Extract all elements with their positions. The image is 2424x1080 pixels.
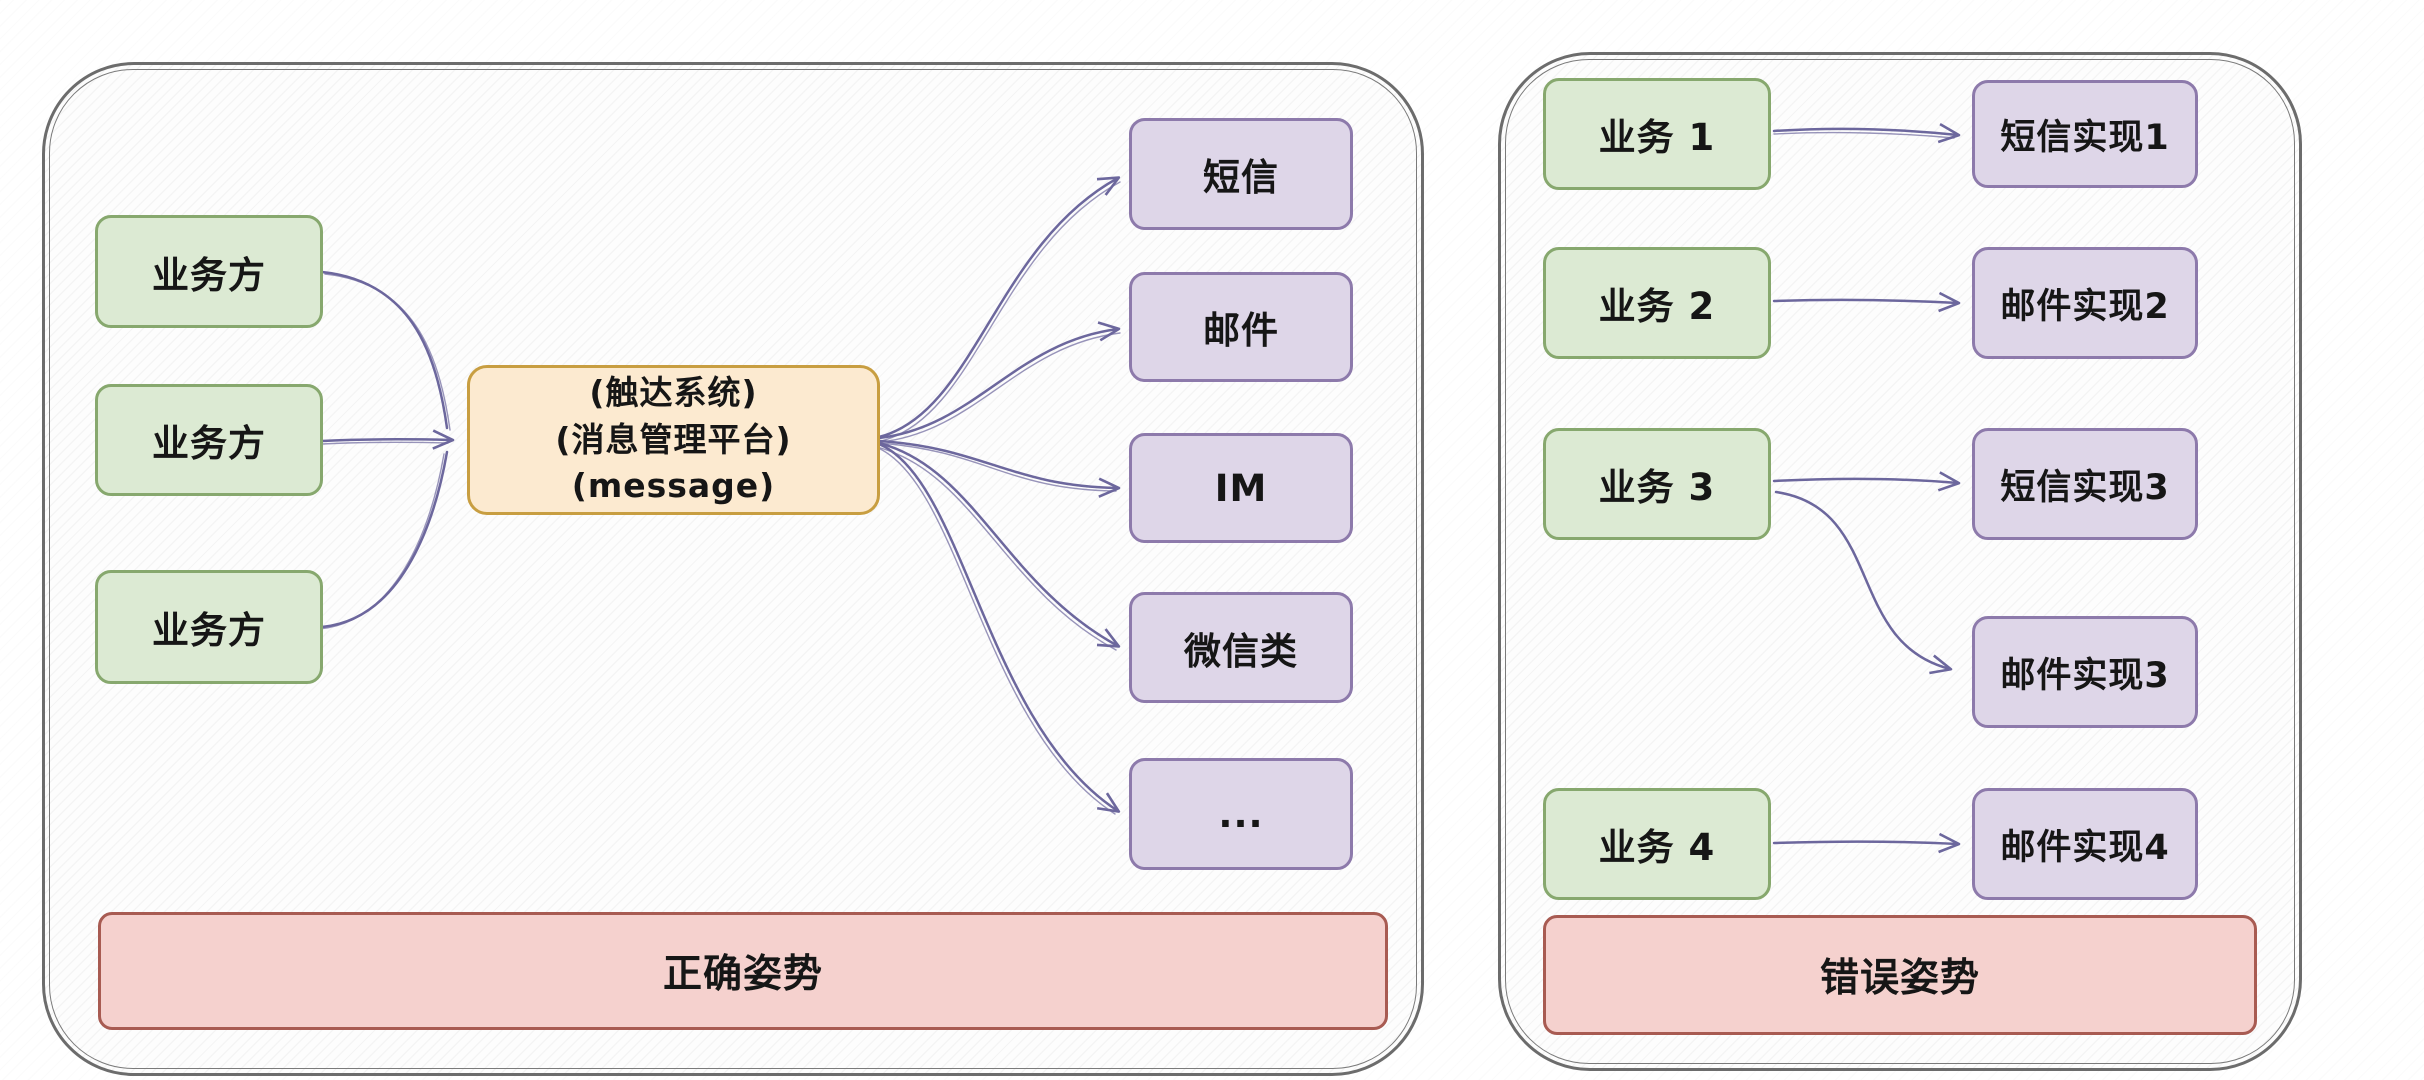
business-node-2: 业务 2	[1543, 247, 1771, 359]
arrow-biz3-to-impl3a	[1772, 471, 1961, 492]
arrow-biz1-to-impl1-sketch	[1773, 131, 1955, 139]
arrow-source3-to-hub-sketch	[318, 453, 445, 630]
arrow-hub-to-email-sketch	[880, 332, 1121, 443]
arrow-hub-to-email	[877, 321, 1121, 440]
hub-line-1: (触达系统)	[589, 372, 758, 412]
impl-node-email2: 邮件实现2	[1972, 247, 2198, 359]
arrow-hub-to-im-sketch	[878, 442, 1117, 492]
arrow-hub-to-more	[877, 442, 1121, 813]
arrow-biz3-to-impl3b	[1774, 490, 1953, 675]
impl-node-sms1: 短信实现1	[1972, 80, 2198, 188]
source-node-1-label: 业务方	[152, 253, 266, 297]
hub-line-2: (消息管理平台)	[555, 419, 792, 459]
channel-node-wechat: 微信类	[1129, 592, 1353, 703]
banner-wrong: 错误姿势	[1543, 915, 2257, 1035]
impl-node-email3: 邮件实现3	[1972, 616, 2198, 728]
business-2-label: 业务 2	[1598, 285, 1716, 328]
arrow-hub-to-wechat-sketch	[876, 446, 1117, 651]
channel-wechat-label: 微信类	[1184, 629, 1298, 673]
arrow-biz4-to-impl4	[1772, 832, 1961, 854]
arrow-hub-to-sms	[877, 176, 1121, 439]
business-node-3: 业务 3	[1543, 428, 1771, 540]
arrow-hub-to-more-sketch	[875, 446, 1116, 815]
business-node-4: 业务 4	[1543, 788, 1771, 900]
channel-node-more: ...	[1129, 758, 1353, 870]
source-node-3-label: 业务方	[152, 609, 266, 652]
arrow-source3-to-hub	[320, 450, 449, 629]
business-4-label: 业务 4	[1598, 826, 1716, 869]
arrow-source1-to-hub	[320, 270, 449, 430]
arrow-hub-to-wechat	[877, 441, 1121, 648]
source-node-1: 业务方	[95, 215, 323, 328]
business-node-1: 业务 1	[1543, 78, 1771, 190]
arrow-hub-to-sms-sketch	[880, 181, 1121, 442]
hub-line-3: (message)	[571, 466, 776, 506]
channel-node-im: IM	[1129, 433, 1353, 543]
arrow-biz1-to-impl1	[1772, 122, 1961, 144]
impl-sms3-label: 短信实现3	[2000, 467, 2170, 508]
channel-node-sms: 短信	[1129, 118, 1353, 230]
business-3-label: 业务 3	[1598, 466, 1716, 509]
source-node-2: 业务方	[95, 384, 323, 496]
arrow-source2-to-hub-sketch	[321, 441, 449, 445]
source-node-2-label: 业务方	[152, 422, 266, 465]
hub-node: (触达系统) (消息管理平台) (message)	[467, 365, 880, 515]
channel-im-label: IM	[1214, 466, 1268, 510]
banner-wrong-label: 错误姿势	[1819, 956, 1980, 1001]
arrow-hub-to-im	[877, 439, 1121, 498]
impl-email3-label: 邮件实现3	[2000, 655, 2170, 696]
impl-node-sms3: 短信实现3	[1972, 428, 2198, 540]
arrow-source2-to-hub	[320, 429, 455, 450]
banner-correct: 正确姿势	[98, 912, 1388, 1030]
arrow-source1-to-hub-sketch	[324, 273, 451, 431]
impl-email2-label: 邮件实现2	[2000, 286, 2170, 327]
banner-correct-label: 正确姿势	[662, 952, 823, 997]
impl-node-email4: 邮件实现4	[1972, 788, 2198, 900]
channel-more-label: ...	[1218, 792, 1264, 836]
source-node-3: 业务方	[95, 570, 323, 684]
channel-node-email: 邮件	[1129, 272, 1353, 382]
impl-sms1-label: 短信实现1	[2000, 117, 2170, 158]
business-1-label: 业务 1	[1598, 116, 1716, 159]
channel-sms-label: 短信	[1203, 156, 1279, 199]
channel-email-label: 邮件	[1203, 309, 1279, 352]
impl-email4-label: 邮件实现4	[2000, 827, 2170, 868]
arrow-biz2-to-impl2	[1772, 291, 1961, 313]
